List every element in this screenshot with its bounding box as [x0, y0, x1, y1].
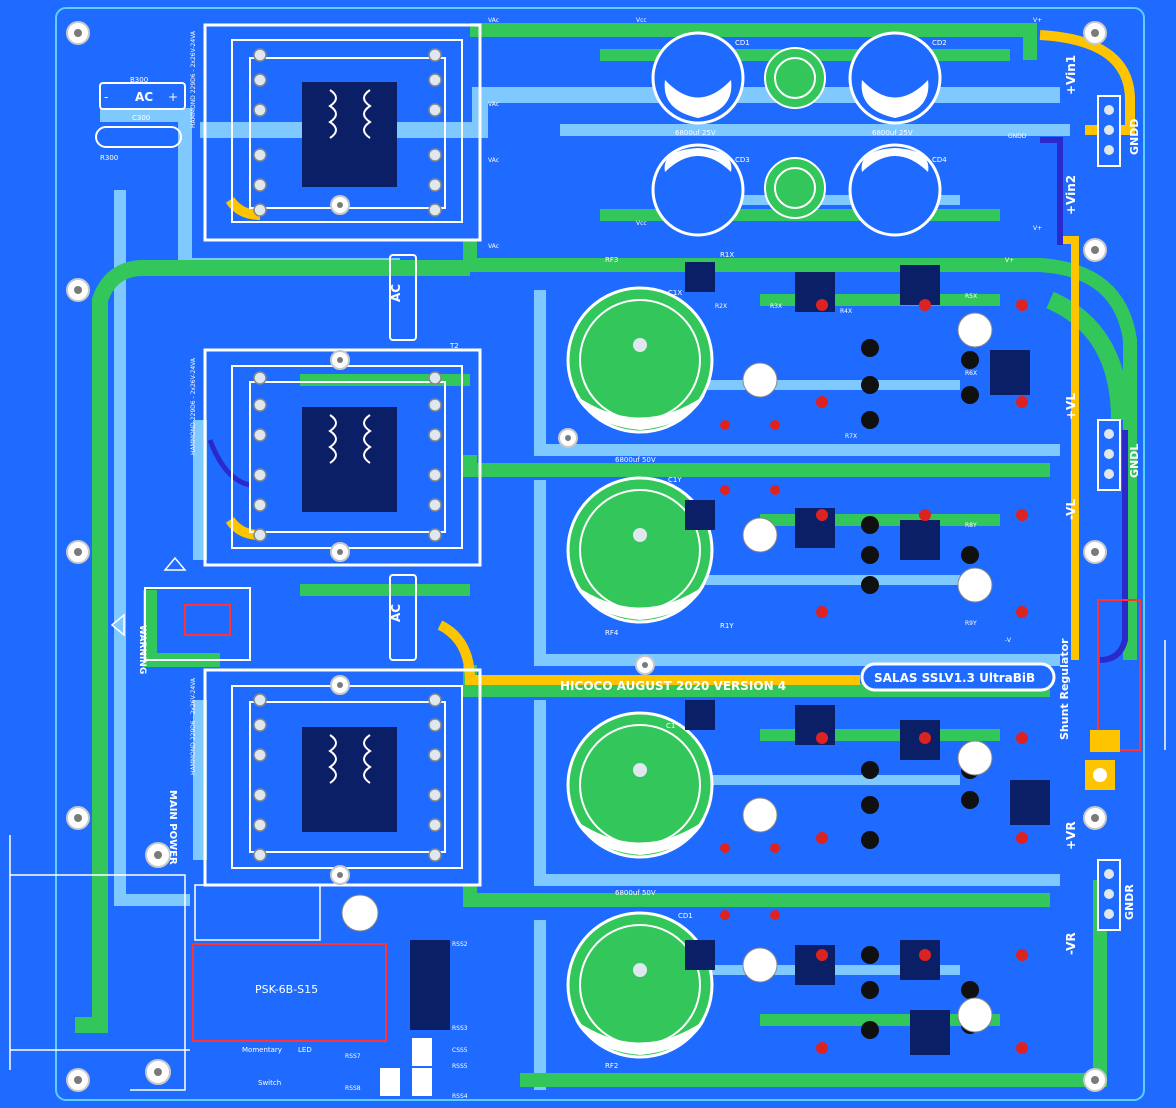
transformer-t2-ref: T2	[449, 342, 459, 350]
label-vr-minus: -VR	[1064, 932, 1078, 955]
res-b300: B300	[130, 76, 148, 84]
bridge-blocks: AC - + AC AC	[95, 82, 417, 661]
res-r8y: R8Y	[965, 522, 977, 529]
label-vin2: +Vin2	[1064, 175, 1078, 215]
cap-cd4-label: CD4	[932, 156, 947, 164]
transformer-t1-label: HAMMOND 229D6 - 2x26V-24VA	[190, 30, 197, 128]
fuse-block: WARNING	[110, 556, 251, 674]
transformer-t2-label: HAMMOND 229D6 - 2x26V-24VA	[190, 357, 197, 455]
ac-label-b200: AC	[389, 284, 403, 302]
rss5-label: RSS5	[452, 1063, 468, 1070]
cap-rating-1: 6800uf 25V	[675, 129, 716, 137]
title-badges: SALAS SSLV1.3 UltraBiB HICOCO AUGUST 202…	[560, 638, 1071, 740]
res-r5x: R5X	[965, 293, 977, 300]
filter-caps: C1X 6800uf 50V C1Y C1 6800uf 50V CD1	[566, 286, 714, 1059]
mechanical-outline	[9, 640, 1166, 1091]
main-power-label: MAIN POWER	[167, 790, 178, 865]
board-title: SALAS SSLV1.3 UltraBiB	[874, 671, 1035, 685]
connector-labels: +Vin1 +Vin2 GNDD +VL GNDL -VL +VR GNDR -…	[1064, 55, 1141, 955]
cap-c1y: C1Y	[566, 476, 714, 624]
net-labels: VAc VAc VAc VAc Vcc Vcc V+ V+ V+ -V GNDD	[488, 17, 1042, 644]
res-rf4: RF4	[605, 629, 619, 637]
label-vl-minus: -VL	[1064, 499, 1078, 520]
net-vplus-3: V+	[1005, 257, 1014, 264]
net-vplus-2: V+	[1033, 225, 1042, 232]
net-vac-1: VAc	[488, 17, 499, 24]
rss4-label: RSS4	[452, 1093, 468, 1100]
psk-module-label: PSK-6B-S15	[255, 983, 318, 996]
cap-c1x-label: C1X	[668, 289, 682, 297]
rss7-label: RSS7	[345, 1053, 361, 1060]
transformer-pins	[253, 48, 442, 862]
cap-cd1-label: CD1	[735, 39, 750, 47]
transformer-t3-label: HAMMOND 229D6 - 2x26V-24VA	[190, 677, 197, 775]
ac-label-b300: AC	[135, 90, 153, 104]
cap-c1: C1 6800uf 50V	[566, 711, 714, 897]
reservoir-caps-top: CD1 CD2 CD3 CD4 6800uf 25V 6800uf 25V	[651, 31, 947, 237]
cap-cd1: CD1	[566, 911, 714, 1059]
momentary-label: Momentary	[242, 1046, 282, 1054]
rss2-label: RSS2	[452, 941, 468, 948]
cap-rating-2: 6800uf 25V	[872, 129, 913, 137]
label-vin1: +Vin1	[1064, 55, 1078, 95]
output-connectors	[1085, 95, 1141, 931]
regulator-circuits	[685, 262, 1050, 1055]
net-vplus-1: V+	[1033, 17, 1042, 24]
res-r7x: R7X	[845, 433, 857, 440]
cap-c300: C300	[132, 114, 150, 122]
bottom-labels: Momentary LED Switch RSS7 RSS8 RSS5 RSS4…	[242, 941, 468, 1100]
resistor-labels: RF3 RF4 RF2 R1X R1Y R2X R3X R4X R5X R6X …	[100, 76, 977, 1070]
cap-cd3-label: CD3	[735, 156, 750, 164]
net-vcc-2: Vcc	[636, 220, 647, 227]
cap-cd1b-label: CD1	[678, 912, 693, 920]
res-r3x: R3X	[770, 303, 782, 310]
cap-c1-label: C1	[666, 722, 675, 730]
res-rf3: RF3	[605, 256, 618, 264]
ac-label-b100: AC	[389, 604, 403, 622]
css5-label: CSS5	[452, 1047, 468, 1054]
cap-c1x: C1X 6800uf 50V	[566, 286, 714, 464]
res-r4x: R4X	[840, 308, 852, 315]
label-vr-plus: +VR	[1064, 821, 1078, 850]
res-r1y: R1Y	[720, 622, 734, 630]
res-r9y: R9Y	[965, 620, 977, 627]
shunt-regulator-label: Shunt Regulator	[1058, 638, 1071, 740]
res-r1x: R1X	[720, 251, 734, 259]
rss3-label: RSS3	[452, 1025, 468, 1032]
cap-c1x-rating: 6800uf 50V	[615, 456, 656, 464]
res-r2x: R2X	[715, 303, 727, 310]
net-vac-3: VAc	[488, 157, 499, 164]
warning-label: WARNING	[137, 625, 147, 674]
label-gndd: GNDD	[1128, 119, 1141, 156]
label-gndr: GNDR	[1123, 884, 1136, 920]
net-vcc-1: Vcc	[636, 17, 647, 24]
mounting-holes	[66, 21, 1107, 1092]
label-vl-plus: +VL	[1064, 393, 1078, 420]
psk-module: PSK-6B-S15	[192, 884, 450, 1042]
board-version: HICOCO AUGUST 2020 VERSION 4	[560, 679, 786, 693]
res-r6x: R6X	[965, 370, 977, 377]
net-vac-2: VAc	[488, 101, 499, 108]
res-rf2: RF2	[605, 1062, 618, 1070]
led-label: LED	[298, 1046, 312, 1054]
cap-cd2-label: CD2	[932, 39, 947, 47]
res-r300: R300	[100, 154, 118, 162]
ac-plus-b300: +	[168, 90, 178, 104]
transformer-t2: T2 HAMMOND 229D6 - 2x26V-24VA	[190, 342, 482, 567]
rss8-label: RSS8	[345, 1085, 361, 1092]
net-vac-4: VAc	[488, 243, 499, 250]
cap-c1y-label: C1Y	[668, 476, 682, 484]
ac-minus-b300: -	[104, 90, 108, 104]
winding-symbols	[328, 89, 372, 784]
label-gndl: GNDL	[1128, 444, 1141, 478]
cap-c1-rating: 6800uf 50V	[615, 889, 656, 897]
net-gndd: GNDD	[1008, 133, 1027, 140]
net-vminus-1: -V	[1005, 637, 1012, 644]
switch-label: Switch	[258, 1079, 281, 1087]
